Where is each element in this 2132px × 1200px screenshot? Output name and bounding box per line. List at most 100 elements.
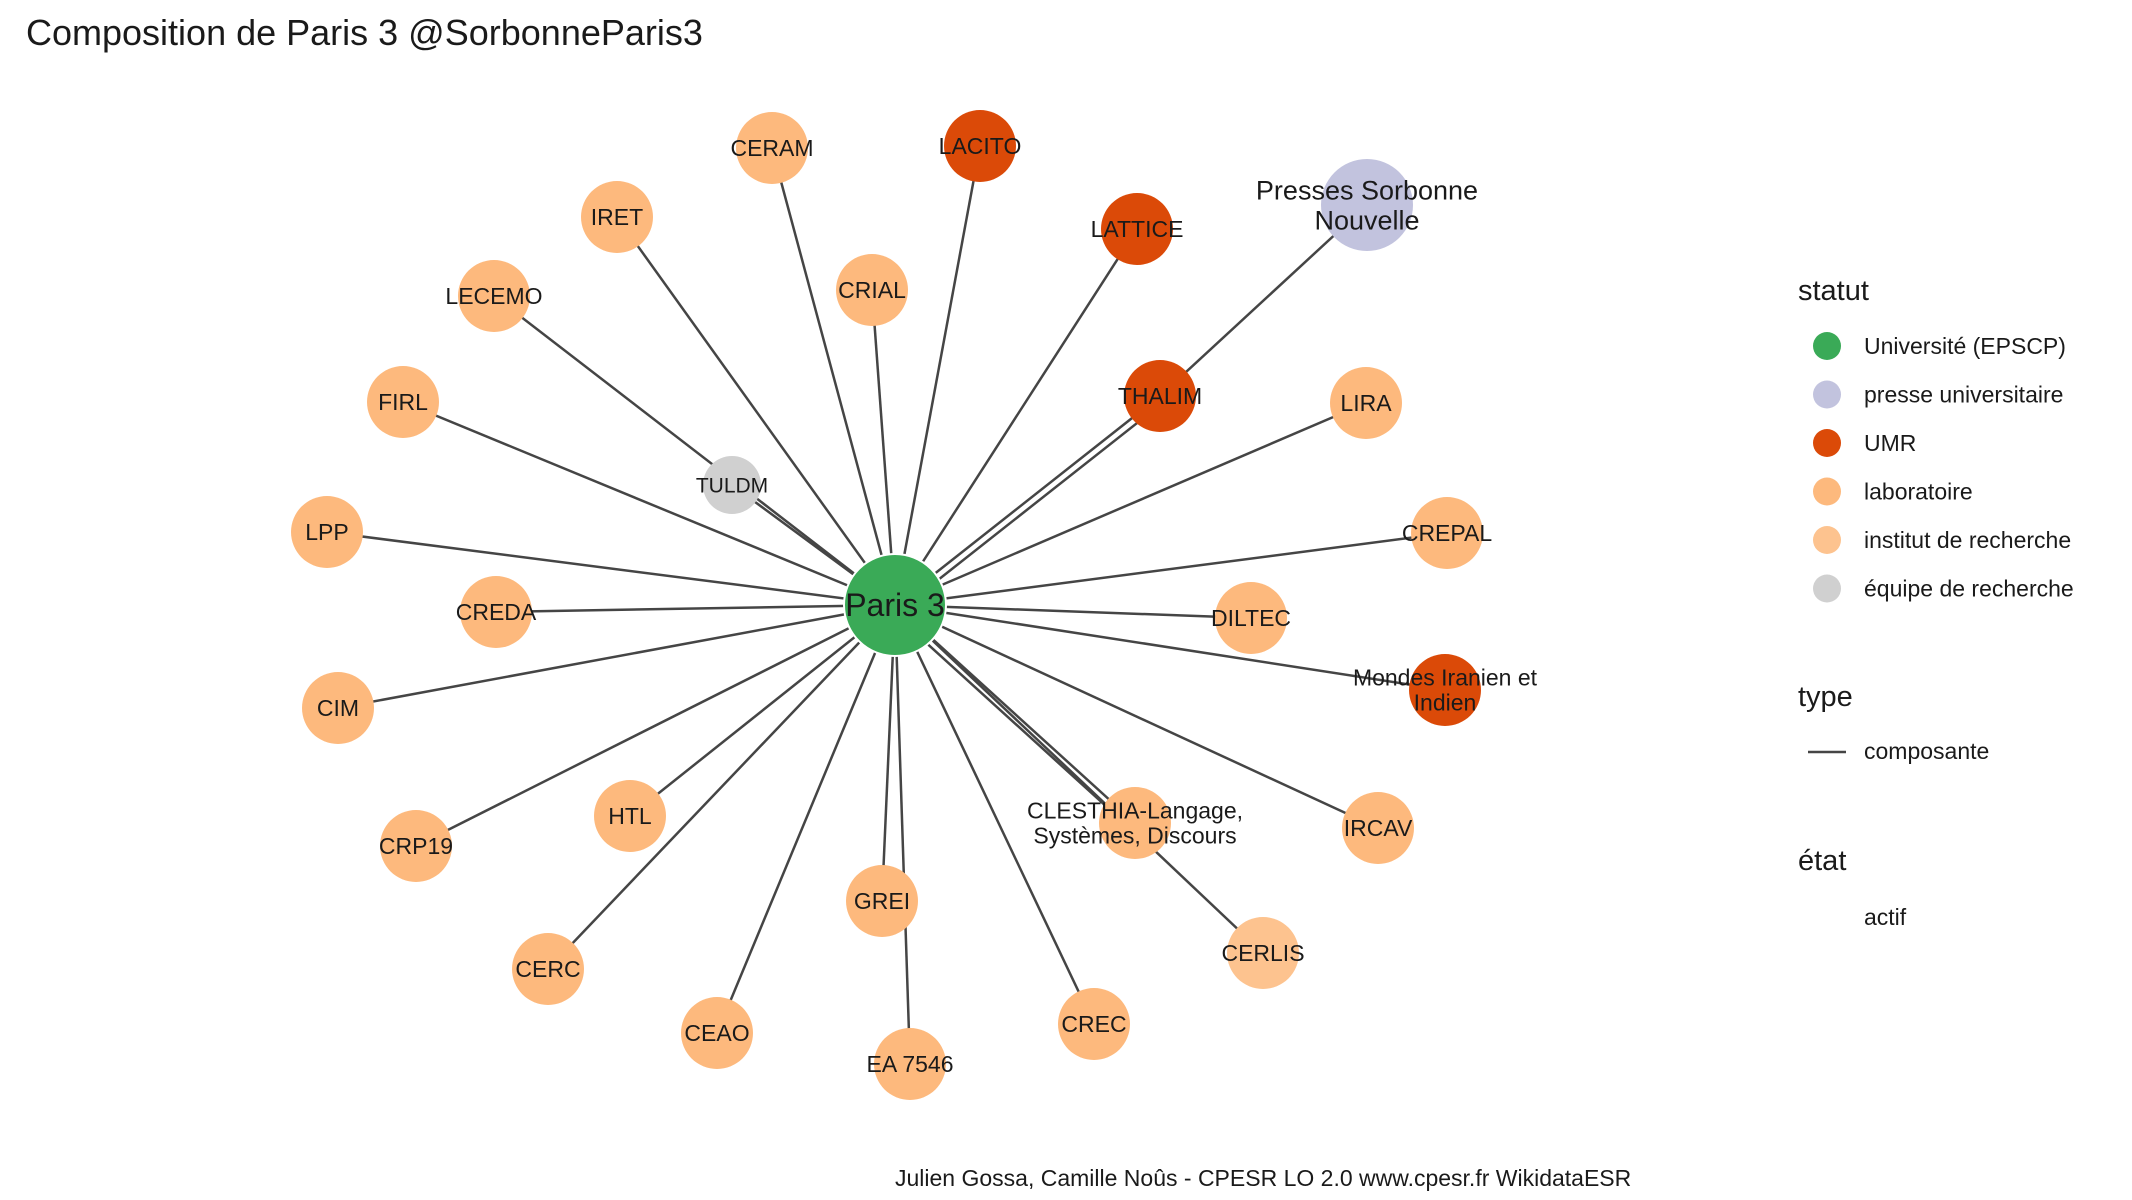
- legend-etat-title: état: [1798, 845, 1846, 877]
- node-thalim: THALIM: [1118, 360, 1202, 432]
- node-circle-crepal: [1411, 497, 1483, 569]
- node-label-grei: GREI: [854, 888, 910, 914]
- edge-paris3-cerlis: [894, 604, 1264, 954]
- node-lattice: LATTICE: [1091, 193, 1183, 265]
- node-ceao: CEAO: [681, 997, 753, 1069]
- node-circle-ea7546: [874, 1028, 946, 1100]
- node-label-ircav: IRCAV: [1344, 815, 1413, 841]
- node-circle-diltec: [1215, 582, 1287, 654]
- node-circle-creda: [460, 576, 532, 648]
- node-circle-htl: [594, 780, 666, 852]
- node-circle-lecemo: [458, 260, 530, 332]
- node-circle-lacito: [944, 110, 1016, 182]
- legend-etat: état actif: [1798, 845, 1907, 930]
- node-label-iret: IRET: [591, 204, 643, 230]
- node-label-cerc: CERC: [515, 956, 580, 982]
- node-circle-crp19: [380, 810, 452, 882]
- node-circle-cim: [302, 672, 374, 744]
- node-cim: CIM: [302, 672, 374, 744]
- node-label-mondes: Mondes Iranien et: [1353, 664, 1538, 690]
- node-firl: FIRL: [367, 366, 439, 438]
- edge-thalim-presses: [1159, 204, 1368, 397]
- chart-title: Composition de Paris 3 @SorbonneParis3: [26, 12, 703, 53]
- edge-paris3-lecemo: [493, 295, 896, 606]
- edge-paris3-ceram: [770, 147, 897, 606]
- node-ea7546: EA 7546: [867, 1028, 954, 1100]
- legend-label-universite: Université (EPSCP): [1864, 333, 2066, 359]
- node-crial: CRIAL: [836, 254, 908, 326]
- legend-label-umr: UMR: [1864, 430, 1916, 456]
- node-circle-tuldm: [703, 456, 761, 514]
- node-circle-cerc: [512, 933, 584, 1005]
- node-cerc: CERC: [512, 933, 584, 1005]
- edge-paris3-ea7546: [893, 604, 912, 1065]
- legend-label-presse: presse universitaire: [1864, 382, 2063, 408]
- legend-etat-label: actif: [1864, 904, 1907, 930]
- node-crec: CREC: [1058, 988, 1130, 1060]
- node-label-firl: FIRL: [378, 389, 428, 415]
- node-iret: IRET: [581, 181, 653, 253]
- node-label-ceram: CERAM: [730, 135, 813, 161]
- edge-paris3-thalim: [894, 395, 1161, 606]
- node-htl: HTL: [594, 780, 666, 852]
- node-label-crial: CRIAL: [838, 277, 906, 303]
- node-creda: CREDA: [456, 576, 537, 648]
- node-circle-cerlis: [1227, 917, 1299, 989]
- legend-label-institut: institut de recherche: [1864, 527, 2071, 553]
- legend-label-laboratoire: laboratoire: [1864, 479, 1973, 505]
- node-circle-presses: [1321, 159, 1413, 251]
- edge-paris3-crial: [870, 289, 897, 606]
- node-diltec: DILTEC: [1211, 582, 1291, 654]
- edge-paris3-ceao: [715, 604, 897, 1034]
- edge-paris3-htl: [629, 604, 896, 817]
- node-ircav: IRCAV: [1342, 792, 1414, 864]
- node-label-clesthia: Systèmes, Discours: [1033, 823, 1236, 849]
- node-crepal: CREPAL: [1402, 497, 1493, 569]
- edge-paris3-clesthia: [889, 609, 1132, 830]
- node-label-lpp: LPP: [305, 519, 348, 545]
- edge-paris3-mondes: [894, 603, 1446, 692]
- node-circle-ceao: [681, 997, 753, 1069]
- node-lacito: LACITO: [939, 110, 1021, 182]
- edge-paris3-iret: [615, 216, 897, 606]
- edge-paris3-creda: [495, 603, 896, 614]
- node-cerlis: CERLIS: [1221, 917, 1305, 989]
- edge-paris3-lpp: [326, 530, 896, 607]
- node-circle-clesthia: [1099, 787, 1171, 859]
- edge-paris3-thalim: [898, 400, 1166, 612]
- legend-type-label: composante: [1864, 738, 1989, 764]
- legend-swatch-equipe: [1813, 574, 1841, 603]
- legend-swatch-institut: [1813, 526, 1841, 554]
- node-label-cerlis: CERLIS: [1221, 940, 1304, 966]
- node-label-ea7546: EA 7546: [867, 1051, 954, 1077]
- node-label-crepal: CREPAL: [1402, 520, 1493, 546]
- nodes-layer: Paris 3 CERAM LACITO IRET LATTICE Presses Sor…: [291, 110, 1538, 1100]
- node-label-tuldm: TULDM: [696, 474, 768, 497]
- edge-paris3-diltec: [894, 603, 1252, 620]
- node-label-lira: LIRA: [1340, 390, 1392, 416]
- node-label-creda: CREDA: [456, 599, 537, 625]
- node-crp19: CRP19: [379, 810, 453, 882]
- node-circle-lattice: [1101, 193, 1173, 265]
- legend-label-equipe: équipe de recherche: [1864, 576, 2074, 602]
- edge-paris3-cerc: [547, 604, 896, 970]
- node-circle-paris3: [843, 553, 947, 657]
- node-label-clesthia: CLESTHIA-Langage,: [1027, 797, 1243, 823]
- node-circle-ceram: [736, 112, 808, 184]
- node-paris3: Paris 3: [843, 553, 947, 657]
- node-label-diltec: DILTEC: [1211, 605, 1291, 631]
- legend-swatch-umr: [1813, 429, 1841, 457]
- legend-swatch-presse: [1813, 380, 1841, 409]
- node-label-thalim: THALIM: [1118, 383, 1202, 409]
- node-label-presses: Presses Sorbonne: [1256, 176, 1478, 206]
- node-label-lecemo: LECEMO: [445, 283, 542, 309]
- node-label-ceao: CEAO: [684, 1020, 749, 1046]
- node-label-crp19: CRP19: [379, 833, 453, 859]
- edge-paris3-cim: [337, 603, 896, 710]
- legend-swatch-laboratoire: [1813, 477, 1841, 506]
- legend-type-title: type: [1798, 681, 1853, 713]
- edge-paris3-ircav: [894, 603, 1379, 830]
- node-circle-grei: [846, 865, 918, 937]
